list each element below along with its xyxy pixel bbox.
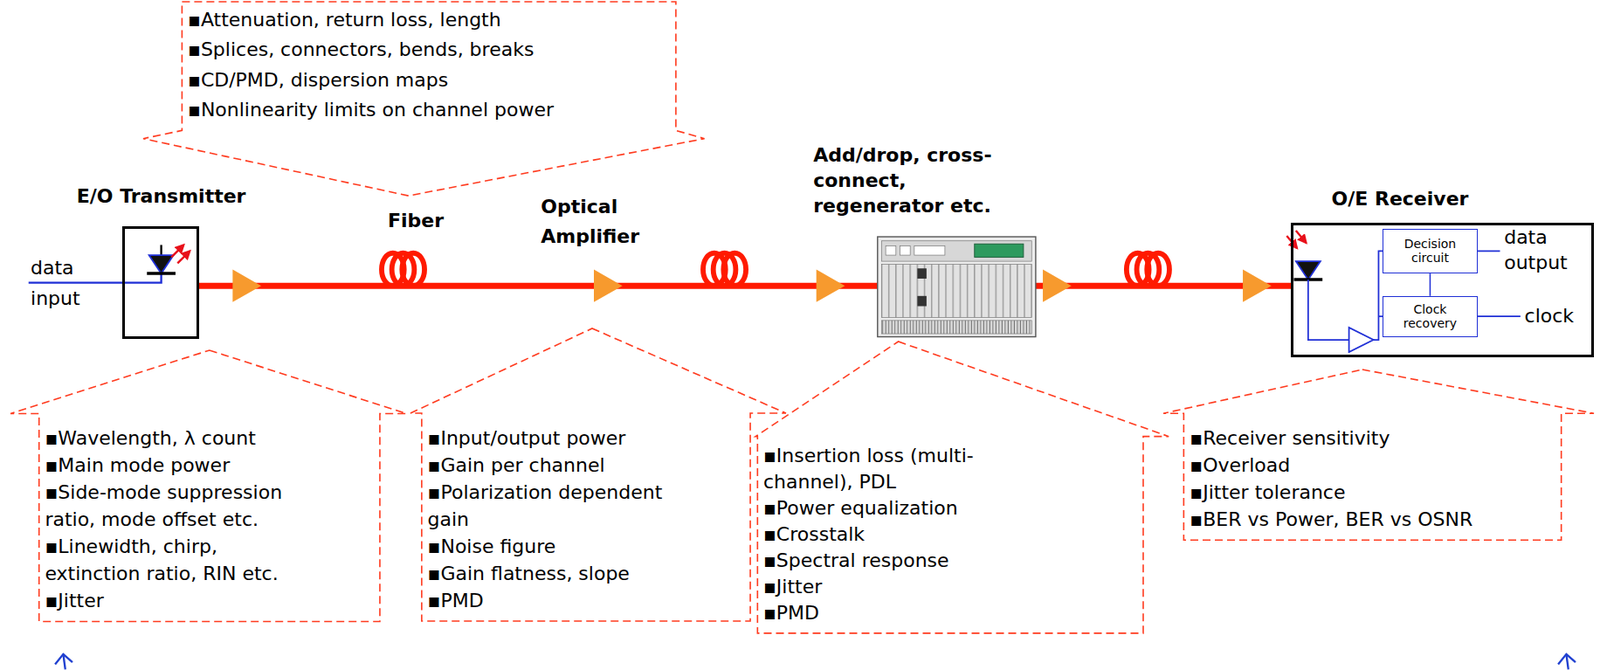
callout-outline (10, 350, 407, 621)
bullet-text: ▪Receiver sensitivity (1189, 424, 1552, 452)
bullet-text: ▪Jitter (44, 586, 316, 614)
box-heading: O/E Receiver (1331, 187, 1469, 210)
amplifier-symbol (1242, 268, 1272, 302)
receiver-callout: ▪Receiver sensitivity▪Overload▪Jitter to… (1163, 369, 1594, 540)
bullet-text: ▪Attenuation, return loss, length (187, 5, 668, 36)
component-label: Fiber (387, 206, 444, 236)
bullet-text: ▪Gain flatness, slope (427, 559, 704, 587)
fiber-coil (703, 253, 746, 286)
signal-label: data output (1503, 224, 1581, 276)
bullet-text: ▪PMD (763, 600, 1029, 627)
bullet-text: ▪Gain per channel (427, 451, 704, 479)
callout-text-area: ▪Receiver sensitivity▪Overload▪Jitter to… (1189, 424, 1552, 533)
bullet-text: ▪Wavelength, λ count (44, 424, 316, 452)
pointer-arrow (55, 654, 73, 670)
callout-text-area: ▪Input/output power▪Gain per channel▪Pol… (427, 424, 704, 614)
bullet-text: ▪Nonlinearity limits on channel power (187, 95, 668, 126)
bullet-text: ▪Crosstalk (763, 521, 1029, 548)
box-heading: Add/drop, cross-connect, regenerator etc… (813, 142, 1023, 219)
component-label: Optical Amplifier (540, 192, 654, 252)
bullet-text: ▪BER vs Power, BER vs OSNR (1189, 505, 1552, 533)
callout-outline (143, 1, 705, 196)
bullet-text: ▪CD/PMD, dispersion maps (187, 65, 668, 97)
bullet-text: ▪Jitter tolerance (1189, 478, 1552, 506)
bullet-text: ▪Input/output power (427, 424, 704, 452)
add-drop-callout: ▪Insertion loss (multi-channel), PDL▪Pow… (755, 341, 1169, 634)
callout-outline (410, 328, 787, 621)
clock-link (1429, 273, 1432, 297)
bullet-text: ▪Overload (1189, 451, 1552, 479)
bullet-text: ▪Noise figure (427, 532, 704, 560)
fiber-link (199, 282, 878, 290)
bullet-text: ▪Spectral response (763, 547, 1029, 574)
clock-recovery-box: Clock recovery (1382, 296, 1478, 338)
transmitter-callout: ▪Wavelength, λ count▪Main mode power▪Sid… (10, 350, 407, 621)
signal-label: clock (1524, 303, 1575, 329)
bullet-text: ▪Side-mode suppression ratio, mode offse… (44, 478, 316, 533)
amplifier-symbol (1042, 268, 1072, 302)
callout-text-area: ▪Attenuation, return loss, length▪Splice… (187, 5, 668, 126)
equipment-rack-picture (877, 236, 1036, 337)
receiver-box: Decision circuitClock recoveryO/E Receiv… (1290, 222, 1594, 358)
decision-circuit-box: Decision circuit (1382, 228, 1478, 274)
bullet-text: ▪Main mode power (44, 451, 316, 479)
box-heading: E/O Transmitter (76, 185, 247, 207)
bullet-text: ▪Jitter (763, 573, 1029, 600)
bullet-text: ▪PMD (427, 586, 704, 614)
bullet-text: ▪Linewidth, chirp, extinction ratio, RIN… (44, 532, 316, 587)
bullet-text: ▪Splices, connectors, bends, breaks (187, 34, 668, 66)
box-label: Decision circuit (1393, 236, 1467, 265)
amplifier-symbol (232, 268, 262, 302)
equipment-rack: Add/drop, cross-connect, regenerator etc… (877, 236, 1036, 338)
bullet-text: ▪Polarization dependent gain (427, 478, 704, 533)
pointer-arrow (1558, 654, 1576, 670)
fiber-coil (381, 253, 425, 286)
amplifier-callout: ▪Input/output power▪Gain per channel▪Pol… (410, 328, 787, 621)
box-label: Clock recovery (1393, 302, 1467, 331)
transmitter-box: E/O Transmitter (122, 226, 200, 339)
signal-label: data input (30, 252, 87, 314)
amplifier-symbol (816, 268, 846, 302)
callout-text-area: ▪Wavelength, λ count▪Main mode power▪Sid… (44, 424, 316, 614)
fiber-callout: ▪Attenuation, return loss, length▪Splice… (143, 1, 705, 196)
fiber-coil (1126, 253, 1170, 286)
callout-outline (1163, 369, 1594, 540)
bullet-text: ▪Power equalization (763, 495, 1029, 522)
callout-text-area: ▪Insertion loss (multi-channel), PDL▪Pow… (763, 442, 1029, 627)
callout-outline (755, 341, 1169, 634)
amplifier-symbol (593, 268, 623, 302)
bullet-text: ▪Insertion loss (multi-channel), PDL (763, 442, 1029, 496)
